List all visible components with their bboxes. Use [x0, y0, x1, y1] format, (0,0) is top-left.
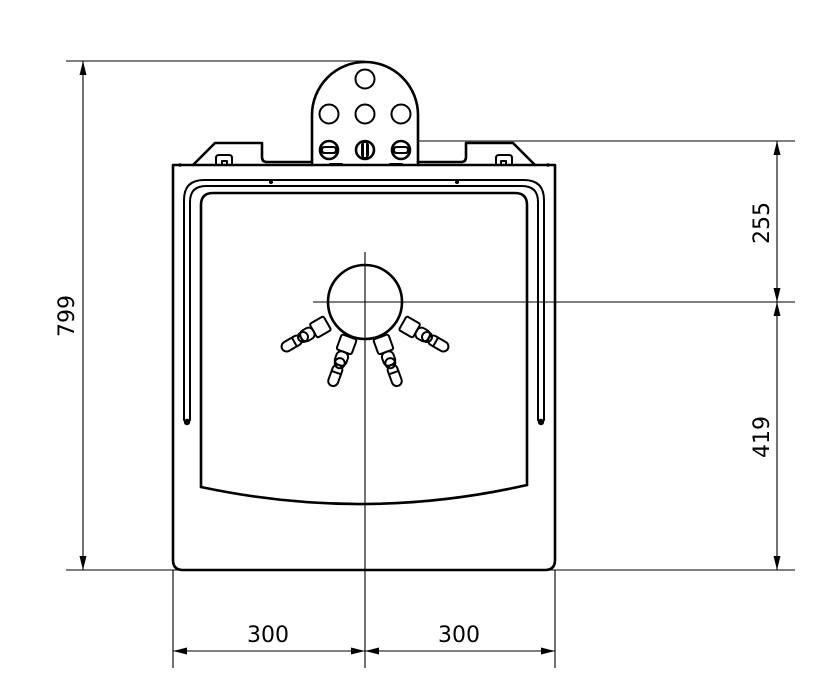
mounting-hole [318, 103, 340, 125]
outlet [398, 315, 450, 353]
dimension-right-width: 300 [365, 623, 555, 655]
dimension-center-to-bottom: 419 [750, 302, 781, 570]
dimension-label: 300 [438, 623, 480, 648]
dimension-label: 255 [750, 202, 775, 244]
outlet [280, 315, 332, 353]
slotted-hole [318, 139, 340, 161]
slotted-hole [354, 139, 376, 161]
dimension-label: 799 [55, 295, 80, 337]
mounting-hole [390, 103, 412, 125]
dimension-left-width: 300 [173, 623, 365, 655]
outlet [327, 333, 358, 388]
inner-panel [199, 191, 529, 506]
tube-loops [183, 179, 545, 426]
dimension-total-height: 799 [55, 61, 87, 570]
slotted-hole [390, 139, 412, 161]
mounting-hole [354, 103, 376, 125]
extension-lines [66, 60, 795, 668]
dimension-upper-to-center: 255 [750, 141, 781, 302]
outlet [372, 333, 403, 388]
main-body [171, 141, 557, 572]
dimension-label: 419 [750, 416, 775, 458]
center-lines [313, 252, 795, 668]
mounting-hole [354, 68, 376, 90]
dimension-label: 300 [247, 623, 289, 648]
top-mounting-plate [310, 60, 420, 167]
